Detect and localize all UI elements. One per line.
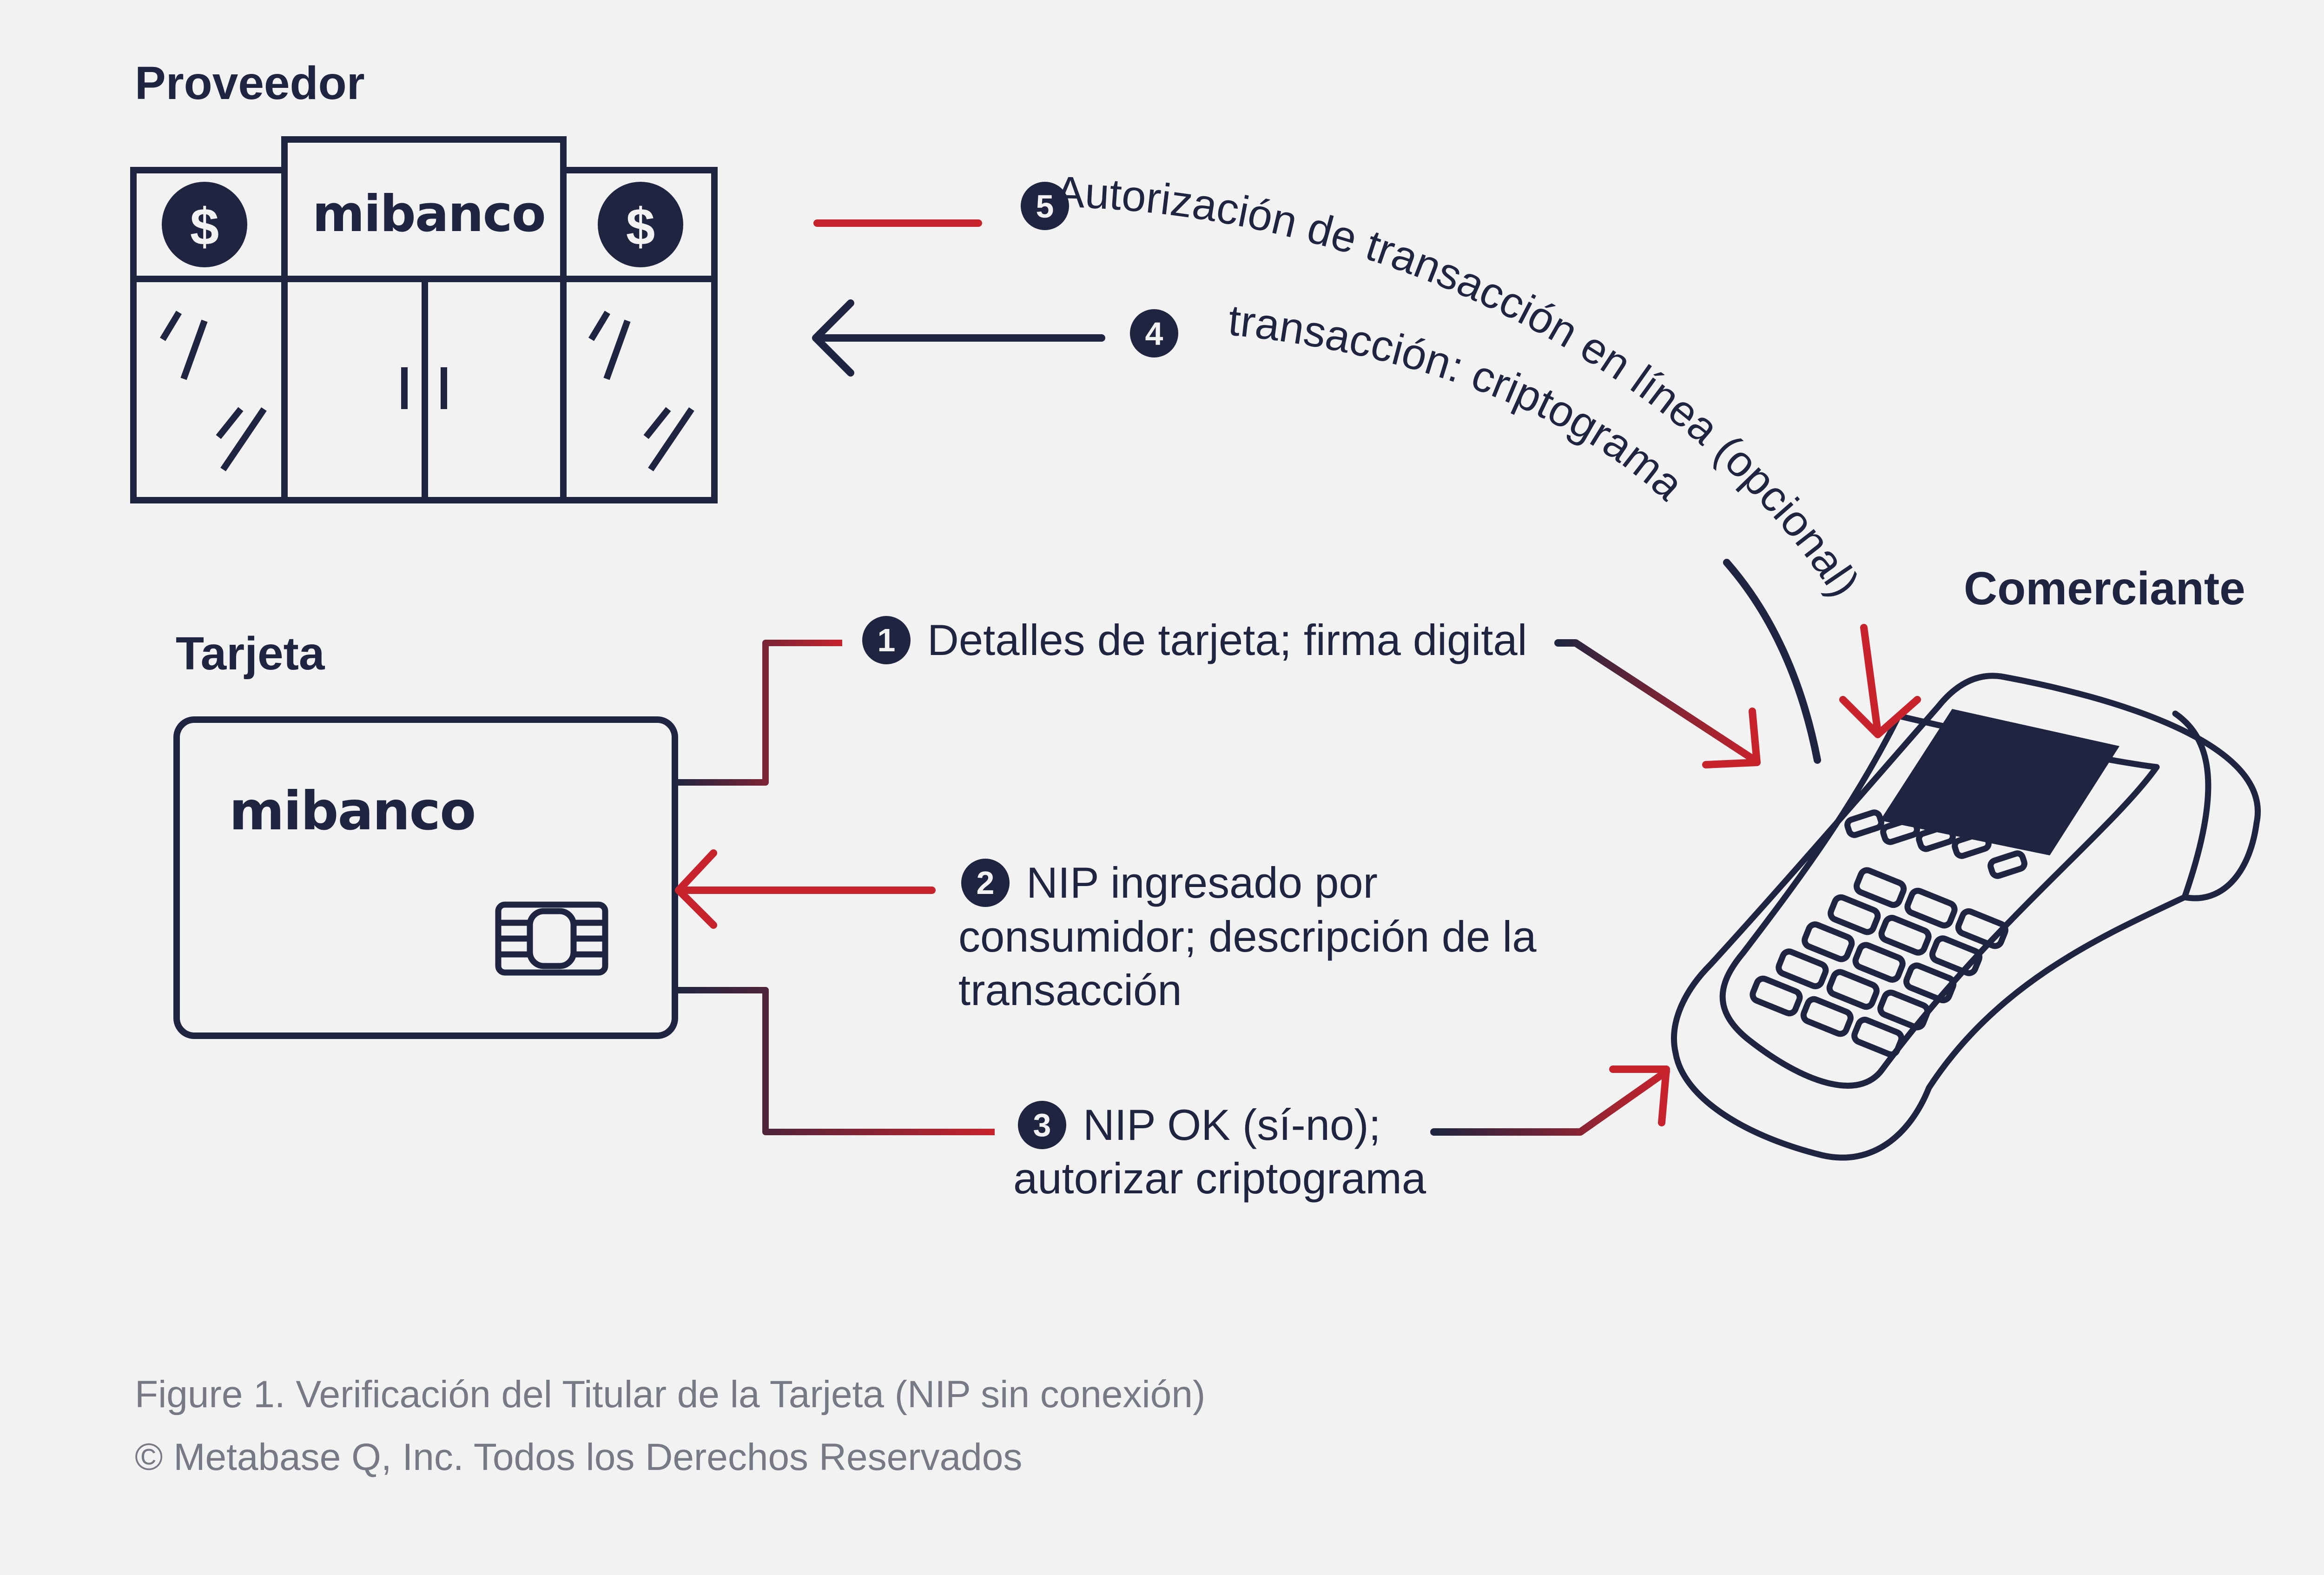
step3-text-line2: autorizar criptograma (1013, 1154, 1426, 1203)
dollar-sign-left: $ (190, 198, 219, 256)
step3-card-connector (675, 987, 995, 1135)
bank-sign-logo: mibanco (312, 185, 546, 243)
step5-number-badge (1021, 182, 1069, 230)
step4-number: 4 (1145, 316, 1163, 352)
step4-label: transacción: criptograma (1226, 295, 1694, 509)
card-chip-icon (495, 901, 608, 976)
payment-card-outline (173, 716, 678, 1039)
step5-arrowhead (1839, 696, 1921, 738)
step1-number-badge: 1 (862, 616, 911, 665)
dollar-coin-icon (162, 182, 247, 267)
figure-caption: Figure 1. Verificación del Titular de la… (135, 1373, 1206, 1416)
step2-number-badge: 2 (961, 859, 1010, 907)
step3-label: 3 NIP OK (sí-no); (1018, 1099, 1381, 1152)
step4-number-badge (1130, 309, 1178, 357)
step2-text-line2: consumidor; descripción de la (958, 912, 1537, 961)
step2-label: 2 NIP ingresado por (961, 856, 1378, 910)
merchant-heading: Comerciante (1964, 562, 2245, 615)
step3-number-badge: 3 (1018, 1101, 1066, 1150)
step1-card-connector (675, 640, 842, 786)
provider-heading: Proveedor (135, 57, 365, 109)
payment-terminal-icon (1671, 673, 2261, 1161)
copyright-notice: © Metabase Q, Inc. Todos los Derechos Re… (135, 1436, 1023, 1478)
step1-text: Detalles de tarjeta; firma digital (927, 615, 1527, 664)
step3-text-line1: NIP OK (sí-no); (1083, 1100, 1381, 1149)
card-heading: Tarjeta (176, 628, 325, 680)
step2-text-line1: NIP ingresado por (1026, 858, 1378, 907)
bank-building-icon (130, 136, 718, 503)
dollar-coin-icon (598, 182, 683, 267)
step5-number: 5 (1036, 188, 1054, 225)
step4-terminal-line (1723, 559, 1821, 764)
step4-arrowhead (812, 299, 854, 377)
step2-text-line3: transacción (958, 966, 1182, 1014)
step2-arrowhead (675, 849, 717, 929)
step1-label: 1 Detalles de tarjeta; firma digital (862, 614, 1527, 667)
step3-arrowhead (1609, 1065, 1670, 1126)
step5-arrow-line (1860, 624, 1882, 736)
card-bank-logo: mibanco (229, 780, 476, 842)
dollar-sign-right: $ (626, 198, 655, 256)
step1-arrowhead (1702, 708, 1761, 768)
step1-terminal-connector (1554, 639, 1758, 764)
step3-terminal-connector (1430, 1068, 1670, 1136)
